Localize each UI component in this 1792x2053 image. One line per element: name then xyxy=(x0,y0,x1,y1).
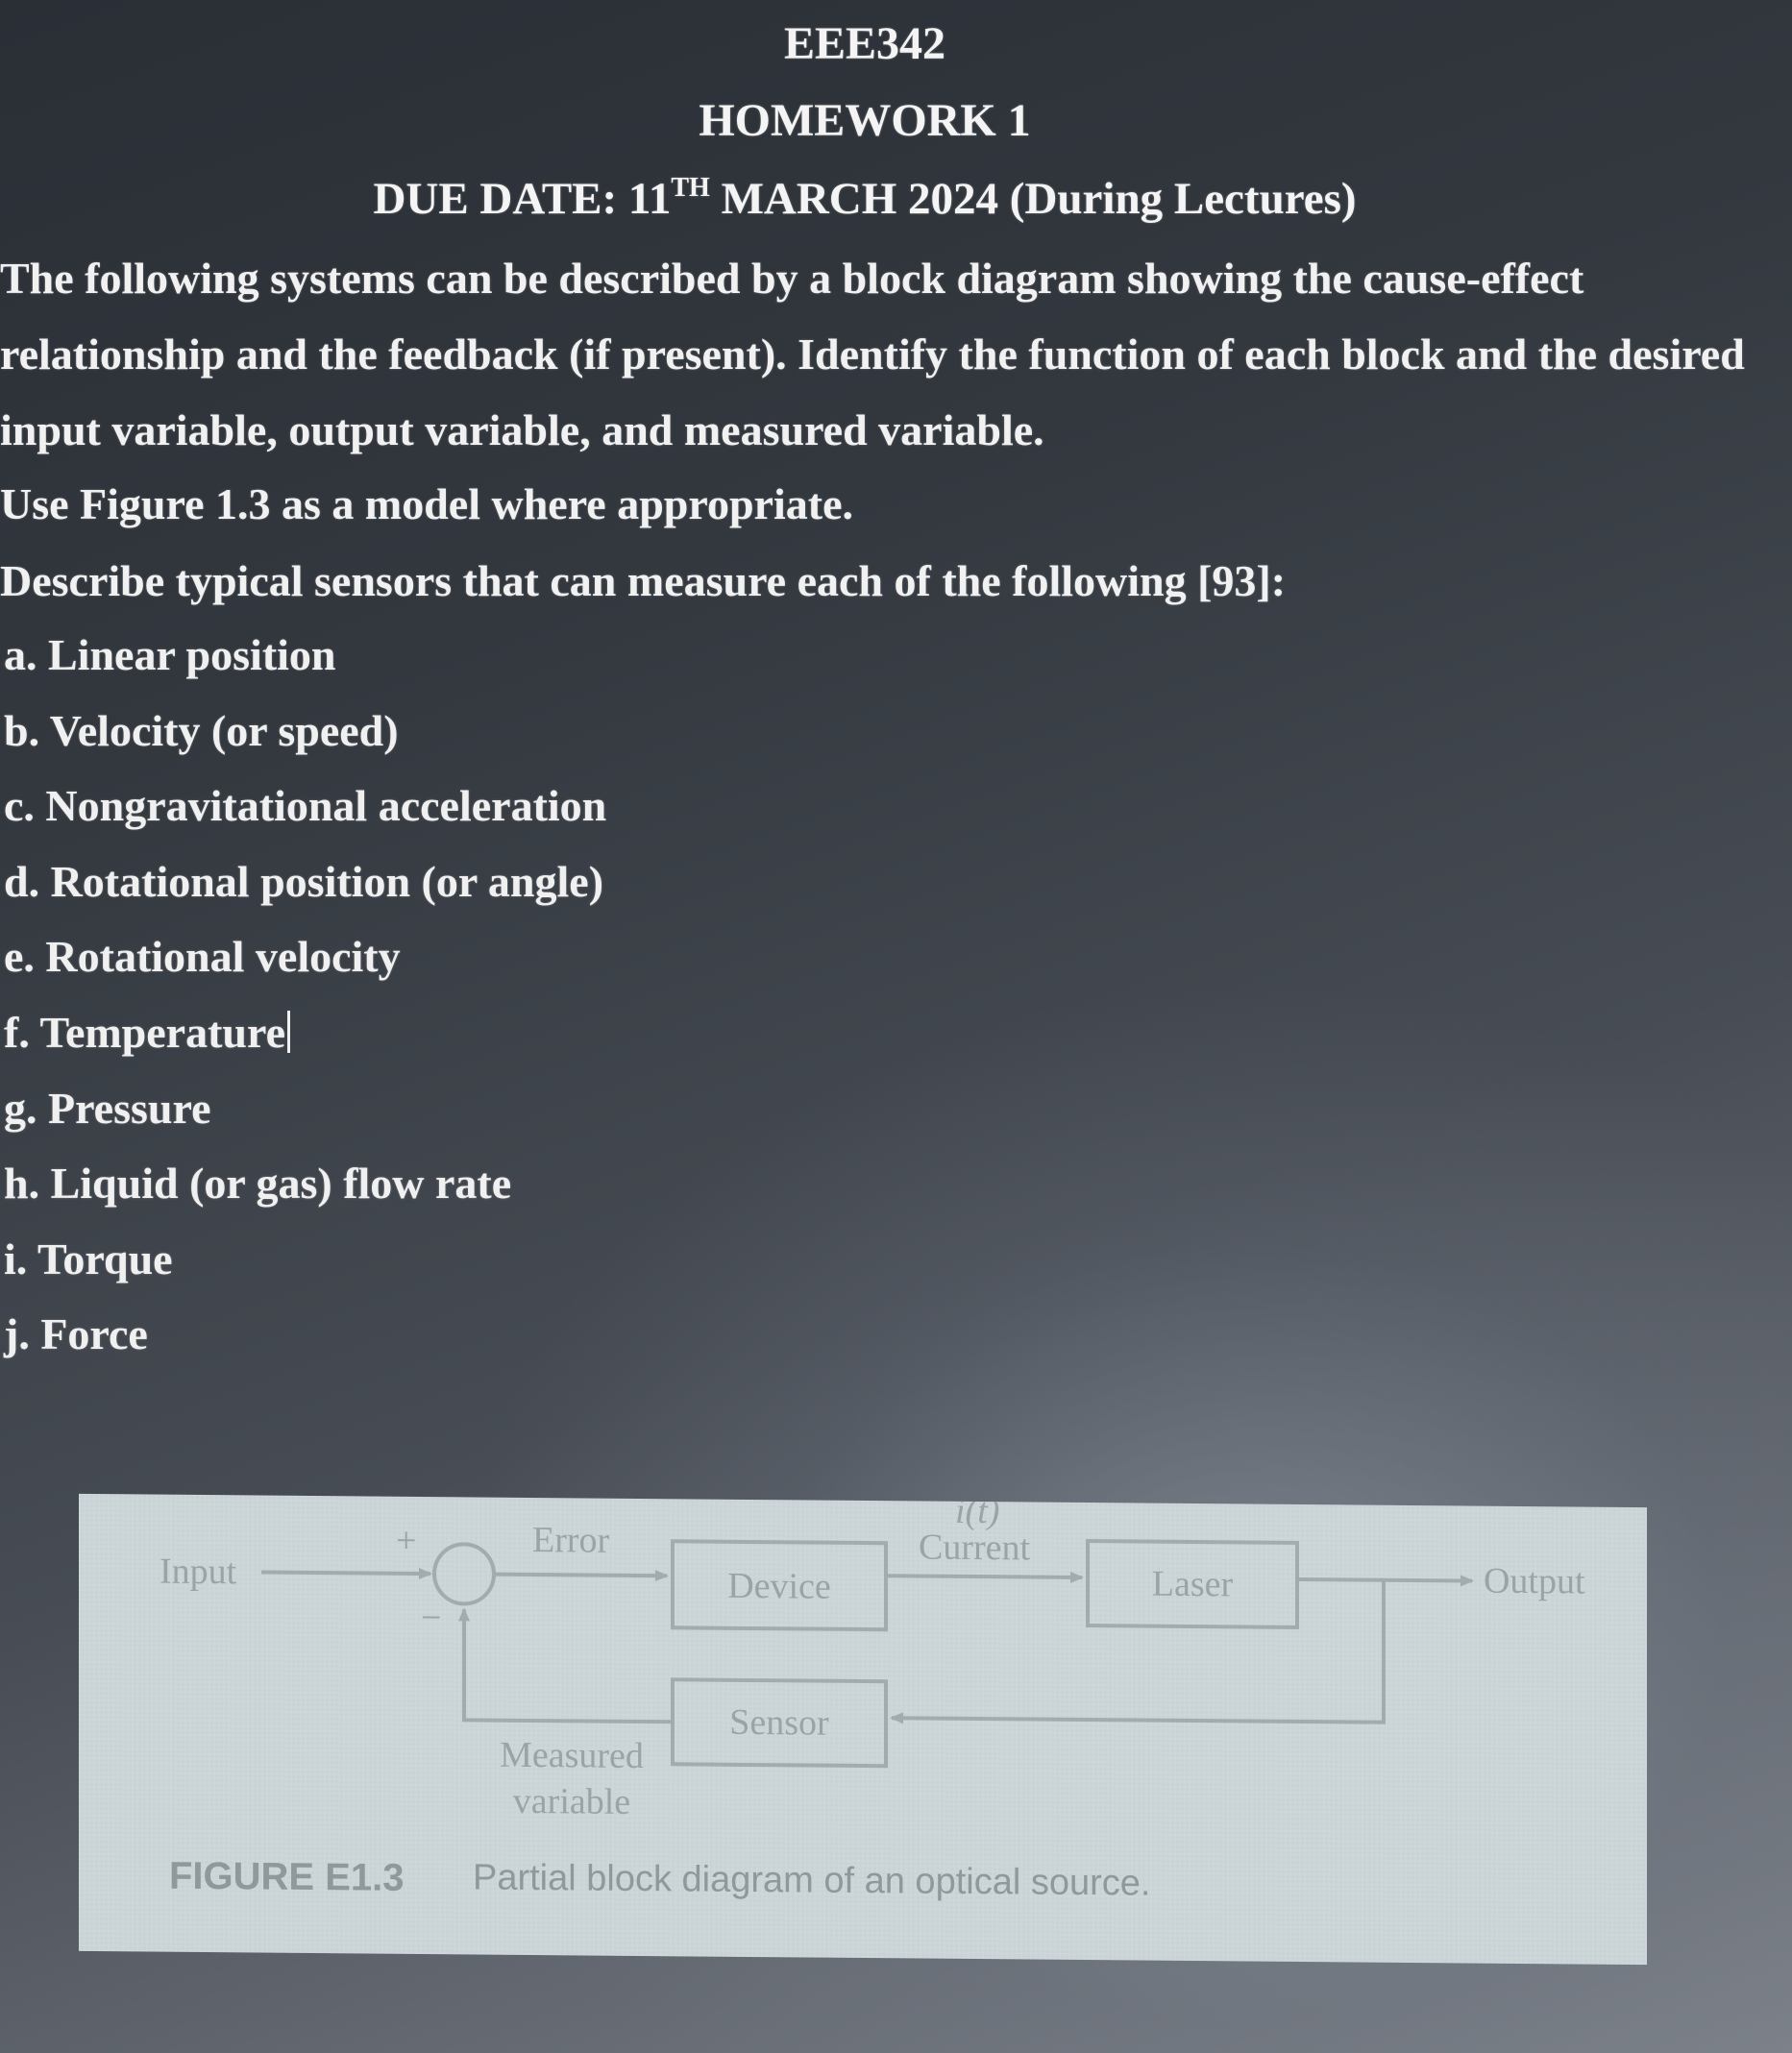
laser-label: Laser xyxy=(1152,1564,1234,1605)
feedback-path xyxy=(890,1579,1386,1724)
device-block xyxy=(671,1539,888,1632)
due-date-prefix: DUE DATE: 11 xyxy=(373,174,672,224)
homework-title: HOMEWORK 1 xyxy=(699,95,1031,146)
list-item-with-cursor[interactable]: f. Temperature xyxy=(4,995,606,1071)
error-arrow xyxy=(494,1570,669,1582)
input-label: Input xyxy=(160,1552,237,1593)
summing-junction xyxy=(432,1542,496,1606)
due-date-suffix: MARCH 2024 (During Lectures) xyxy=(709,174,1357,224)
figure-caption-text: Partial block diagram of an optical sour… xyxy=(473,1857,1150,1903)
error-label: Error xyxy=(532,1520,610,1561)
current-symbol: i(t) xyxy=(955,1494,999,1531)
list-item: e. Rotational velocity xyxy=(4,932,401,982)
laser-block xyxy=(1086,1539,1299,1629)
due-date: DUE DATE: 11TH MARCH 2024 (During Lectur… xyxy=(0,173,1730,225)
current-label: Current xyxy=(919,1528,1031,1569)
sensor-label: Sensor xyxy=(729,1702,829,1744)
variable-label: variable xyxy=(513,1781,630,1822)
course-code: EEE342 xyxy=(783,18,946,69)
measured-label: Measured xyxy=(500,1735,644,1776)
list-item: b. Velocity (or speed) xyxy=(4,705,399,755)
list-item: h. Liquid (or gas) flow rate xyxy=(4,1159,512,1209)
list-item: c. Nongravitational acceleration xyxy=(4,781,607,831)
output-label: Output xyxy=(1484,1561,1585,1602)
minus-sign: − xyxy=(421,1598,441,1638)
input-arrow xyxy=(261,1567,432,1579)
list-item: a. Linear position xyxy=(4,630,336,679)
device-label: Device xyxy=(727,1566,831,1607)
list-item: j. Force xyxy=(4,1309,148,1359)
current-arrow xyxy=(886,1571,1084,1583)
list-item: g. Pressure xyxy=(4,1083,211,1133)
figure-caption-number: FIGURE E1.3 xyxy=(169,1855,405,1899)
describe-instruction: Describe typical sensors that can measur… xyxy=(0,556,1287,605)
text-cursor xyxy=(287,1010,291,1053)
figure-reference: Use Figure 1.3 as a model where appropri… xyxy=(0,479,853,528)
list-item: d. Rotational position (or angle) xyxy=(4,856,604,906)
list-item: i. Torque xyxy=(4,1234,173,1283)
list-item-text: f. Temperature xyxy=(4,1007,286,1057)
plus-sign: + xyxy=(396,1521,416,1561)
block-diagram-figure: Input + − Error Device i(t) Current Lase… xyxy=(79,1493,1647,1966)
measured-variable-arrow xyxy=(458,1607,673,1724)
block-diagram: Input + − Error Device i(t) Current Lase… xyxy=(160,1494,1585,1904)
due-date-ordinal: TH xyxy=(671,173,710,203)
sensor-list: a. Linear position b. Velocity (or speed… xyxy=(4,618,606,1373)
intro-paragraph: The following systems can be described b… xyxy=(0,254,1745,454)
output-arrow xyxy=(1297,1575,1474,1587)
